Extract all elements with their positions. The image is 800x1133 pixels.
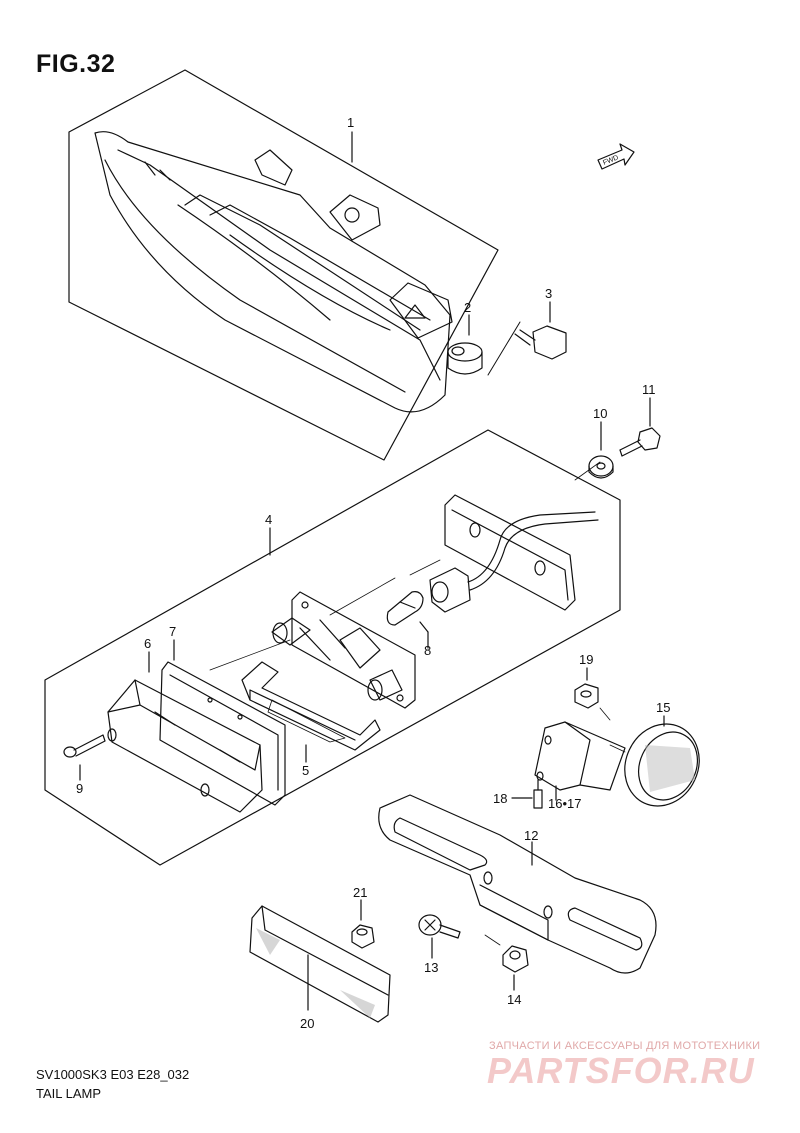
watermark-tagline: ЗАПЧАСТИ И АКСЕССУАРЫ ДЛЯ МОТОТЕХНИКИ <box>489 1040 761 1052</box>
callout-8: 8 <box>424 643 431 658</box>
callout-6: 6 <box>144 636 151 651</box>
callout-5: 5 <box>302 763 309 778</box>
part-9-screw <box>63 734 106 781</box>
part-15-reflector <box>624 715 700 807</box>
tail-lamp-housing <box>94 131 453 413</box>
lamp-back-plate <box>444 494 576 611</box>
callout-2: 2 <box>464 300 471 315</box>
assembly-lines <box>209 461 601 671</box>
callout-9: 9 <box>76 781 83 796</box>
callout-15: 15 <box>656 700 670 715</box>
part-8-bulb <box>386 591 429 649</box>
callout-10: 10 <box>593 406 607 421</box>
callout-1: 1 <box>347 115 354 130</box>
callout-11: 11 <box>642 382 656 397</box>
callout-3: 3 <box>545 286 552 301</box>
part-19-nut <box>574 667 599 709</box>
part-3-screw <box>487 301 567 376</box>
group-box-1 <box>68 69 499 461</box>
part-18-bolt <box>511 779 543 809</box>
part-2-grommet <box>447 314 483 375</box>
bulb-socket <box>429 511 599 613</box>
part-16-17-stay <box>534 707 626 801</box>
socket-plate <box>271 591 416 709</box>
figure-caption: TAIL LAMP <box>36 1086 102 1101</box>
model-code: SV1000SK3 E03 E28_032 <box>36 1067 190 1082</box>
callout-12: 12 <box>524 828 538 843</box>
callout-18: 18 <box>493 791 507 806</box>
part-13-screw <box>418 914 461 959</box>
figure-title: FIG.32 <box>36 50 116 78</box>
part-10-washer <box>588 421 614 479</box>
callout-14: 14 <box>507 992 521 1007</box>
callout-16-17: 16•17 <box>548 796 581 811</box>
part-6-lens <box>107 651 263 813</box>
part-7-gasket <box>159 639 286 806</box>
watermark-logo: PARTSFOR.RU <box>487 1050 755 1091</box>
part-21-nut <box>351 899 375 949</box>
part-20-reflector <box>249 905 391 1023</box>
fwd-arrow-icon: FWD <box>597 143 635 170</box>
callout-7: 7 <box>169 624 176 639</box>
callout-19: 19 <box>579 652 593 667</box>
callout-20: 20 <box>300 1016 314 1031</box>
part-5-bracket <box>241 661 381 763</box>
callout-21: 21 <box>353 885 367 900</box>
callout-4: 4 <box>265 512 272 527</box>
part-14-nut <box>484 934 529 991</box>
part-12-license-bracket <box>378 794 657 974</box>
callout-13: 13 <box>424 960 438 975</box>
part-11-screw <box>619 397 661 457</box>
group-box-4 <box>44 429 621 866</box>
